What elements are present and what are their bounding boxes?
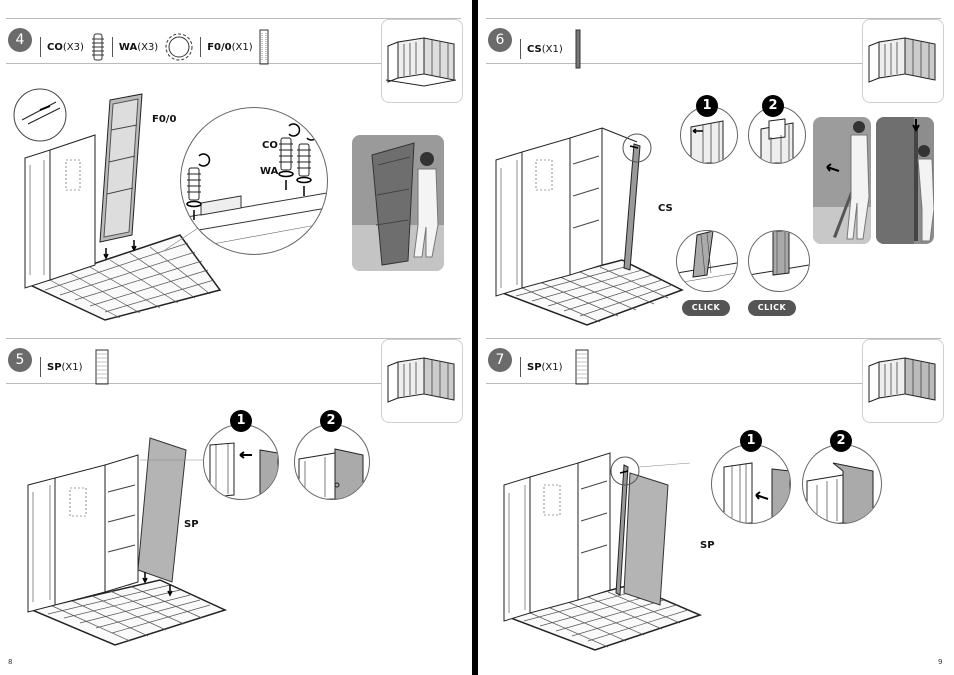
corner-strip-detail-1 <box>690 120 724 163</box>
step-7-header: 7 SP(X1) <box>486 338 941 385</box>
divider <box>40 357 41 377</box>
part-co: CO(X3) <box>47 41 84 53</box>
connector-part <box>187 137 311 201</box>
step-6-shed-thumbnail <box>862 19 944 103</box>
connector-label-co: CO <box>262 140 278 151</box>
step-4-detail-zoom <box>180 107 328 255</box>
corner-strip-icon <box>575 29 581 69</box>
panel-label-f00: F0/0 <box>152 114 177 125</box>
step-5-number: 5 <box>8 348 32 372</box>
right-page: 6 CS(X1) CS <box>478 0 954 675</box>
step-4-header: 4 CO(X3) WA(X3) F0/0(X1) <box>6 18 461 65</box>
part-label-cs: CS <box>658 203 673 214</box>
step-6-click-detail-2 <box>748 230 810 292</box>
floor-grid <box>27 234 222 321</box>
page-spine-divider <box>472 0 478 675</box>
divider <box>111 37 113 57</box>
step-5-parts-list: SP(X1) <box>40 349 109 385</box>
shed-preview-icon <box>387 357 455 403</box>
step-5-callout-1: 1 <box>230 410 252 432</box>
washer-label-wa: WA <box>260 166 279 177</box>
page-number-right: 9 <box>938 658 943 666</box>
worker-lifting-panel-photo <box>352 135 444 271</box>
step-6-parts-list: CS(X1) <box>520 29 581 69</box>
divider <box>40 37 41 57</box>
left-page: 4 CO(X3) WA(X3) F0/0(X1) <box>0 0 472 675</box>
step-5-detail-2 <box>294 424 370 500</box>
step-7-detail-1 <box>711 444 791 524</box>
step-4-parts-list: CO(X3) WA(X3) F0/0(X1) <box>40 29 269 65</box>
click-lock-detail-1 <box>677 231 737 284</box>
step-6-detail-1 <box>680 106 738 164</box>
click-badge-2: CLICK <box>748 300 796 316</box>
page-number-left: 8 <box>8 658 13 666</box>
worker-placing-strip-photo <box>813 117 871 244</box>
slot-detail-1 <box>209 442 278 499</box>
step-6-callout-1: 1 <box>696 95 718 117</box>
step-5-callout-2: 2 <box>320 410 342 432</box>
ribbed-panel-icon <box>575 349 589 385</box>
worker-securing-strip-photo <box>876 117 934 244</box>
step-5-assembly-illustration <box>27 437 228 646</box>
panel-label-sp: SP <box>184 519 199 530</box>
connector-detail <box>181 123 327 249</box>
step-5-detail-1 <box>203 424 279 500</box>
step-7-callout-1: 1 <box>740 430 762 452</box>
part-wa: WA(X3) <box>118 41 159 53</box>
step-7-detail-2 <box>802 444 882 524</box>
step-4-photo <box>352 135 444 271</box>
step-4-shed-thumbnail <box>381 19 463 103</box>
floor-grid <box>29 579 228 646</box>
step-5-shed-thumbnail <box>381 339 463 423</box>
washer-ring-icon <box>165 33 193 61</box>
part-sp: SP(X1) <box>47 361 83 373</box>
click-lock-detail-2 <box>749 231 809 276</box>
divider <box>520 357 521 377</box>
step-6-detail-2 <box>748 106 806 164</box>
step-6-click-detail-1 <box>676 230 738 292</box>
panel-strip-icon <box>259 29 269 65</box>
step-7-parts-list: SP(X1) <box>520 349 589 385</box>
step-6-assembly-illustration <box>495 127 684 326</box>
part-sp: SP(X1) <box>527 361 563 373</box>
ribbed-panel-icon <box>95 349 109 385</box>
panel-label-sp-step7: SP <box>700 540 715 551</box>
step-6-header: 6 CS(X1) <box>486 18 941 69</box>
part-f00: F0/0(X1) <box>207 41 253 53</box>
step-7-shed-thumbnail <box>862 339 944 423</box>
slot-detail-2 <box>298 448 364 499</box>
panel-slot-detail-1 <box>723 462 790 523</box>
part-cs: CS(X1) <box>527 43 563 55</box>
step-5-header: 5 SP(X1) <box>6 338 461 385</box>
connector-icon <box>91 33 104 61</box>
step-7-assembly-illustration <box>503 452 703 651</box>
step-4-assembly-illustration <box>13 88 256 321</box>
shed-preview-icon <box>385 37 457 87</box>
step-6-photo-2 <box>876 117 934 244</box>
step-7-callout-2: 2 <box>830 430 852 452</box>
step-6-number: 6 <box>488 28 512 52</box>
step-7-number: 7 <box>488 348 512 372</box>
shed-preview-icon <box>868 357 936 403</box>
step-4-number: 4 <box>8 28 32 52</box>
step-6-callout-2: 2 <box>762 95 784 117</box>
click-badge-1: CLICK <box>682 300 730 316</box>
corner-strip-detail-2 <box>760 118 794 163</box>
divider <box>520 39 521 59</box>
divider <box>200 37 202 57</box>
panel-slot-detail-2 <box>806 462 874 523</box>
shed-preview-icon <box>868 37 936 83</box>
step-6-photo-1 <box>813 117 871 244</box>
